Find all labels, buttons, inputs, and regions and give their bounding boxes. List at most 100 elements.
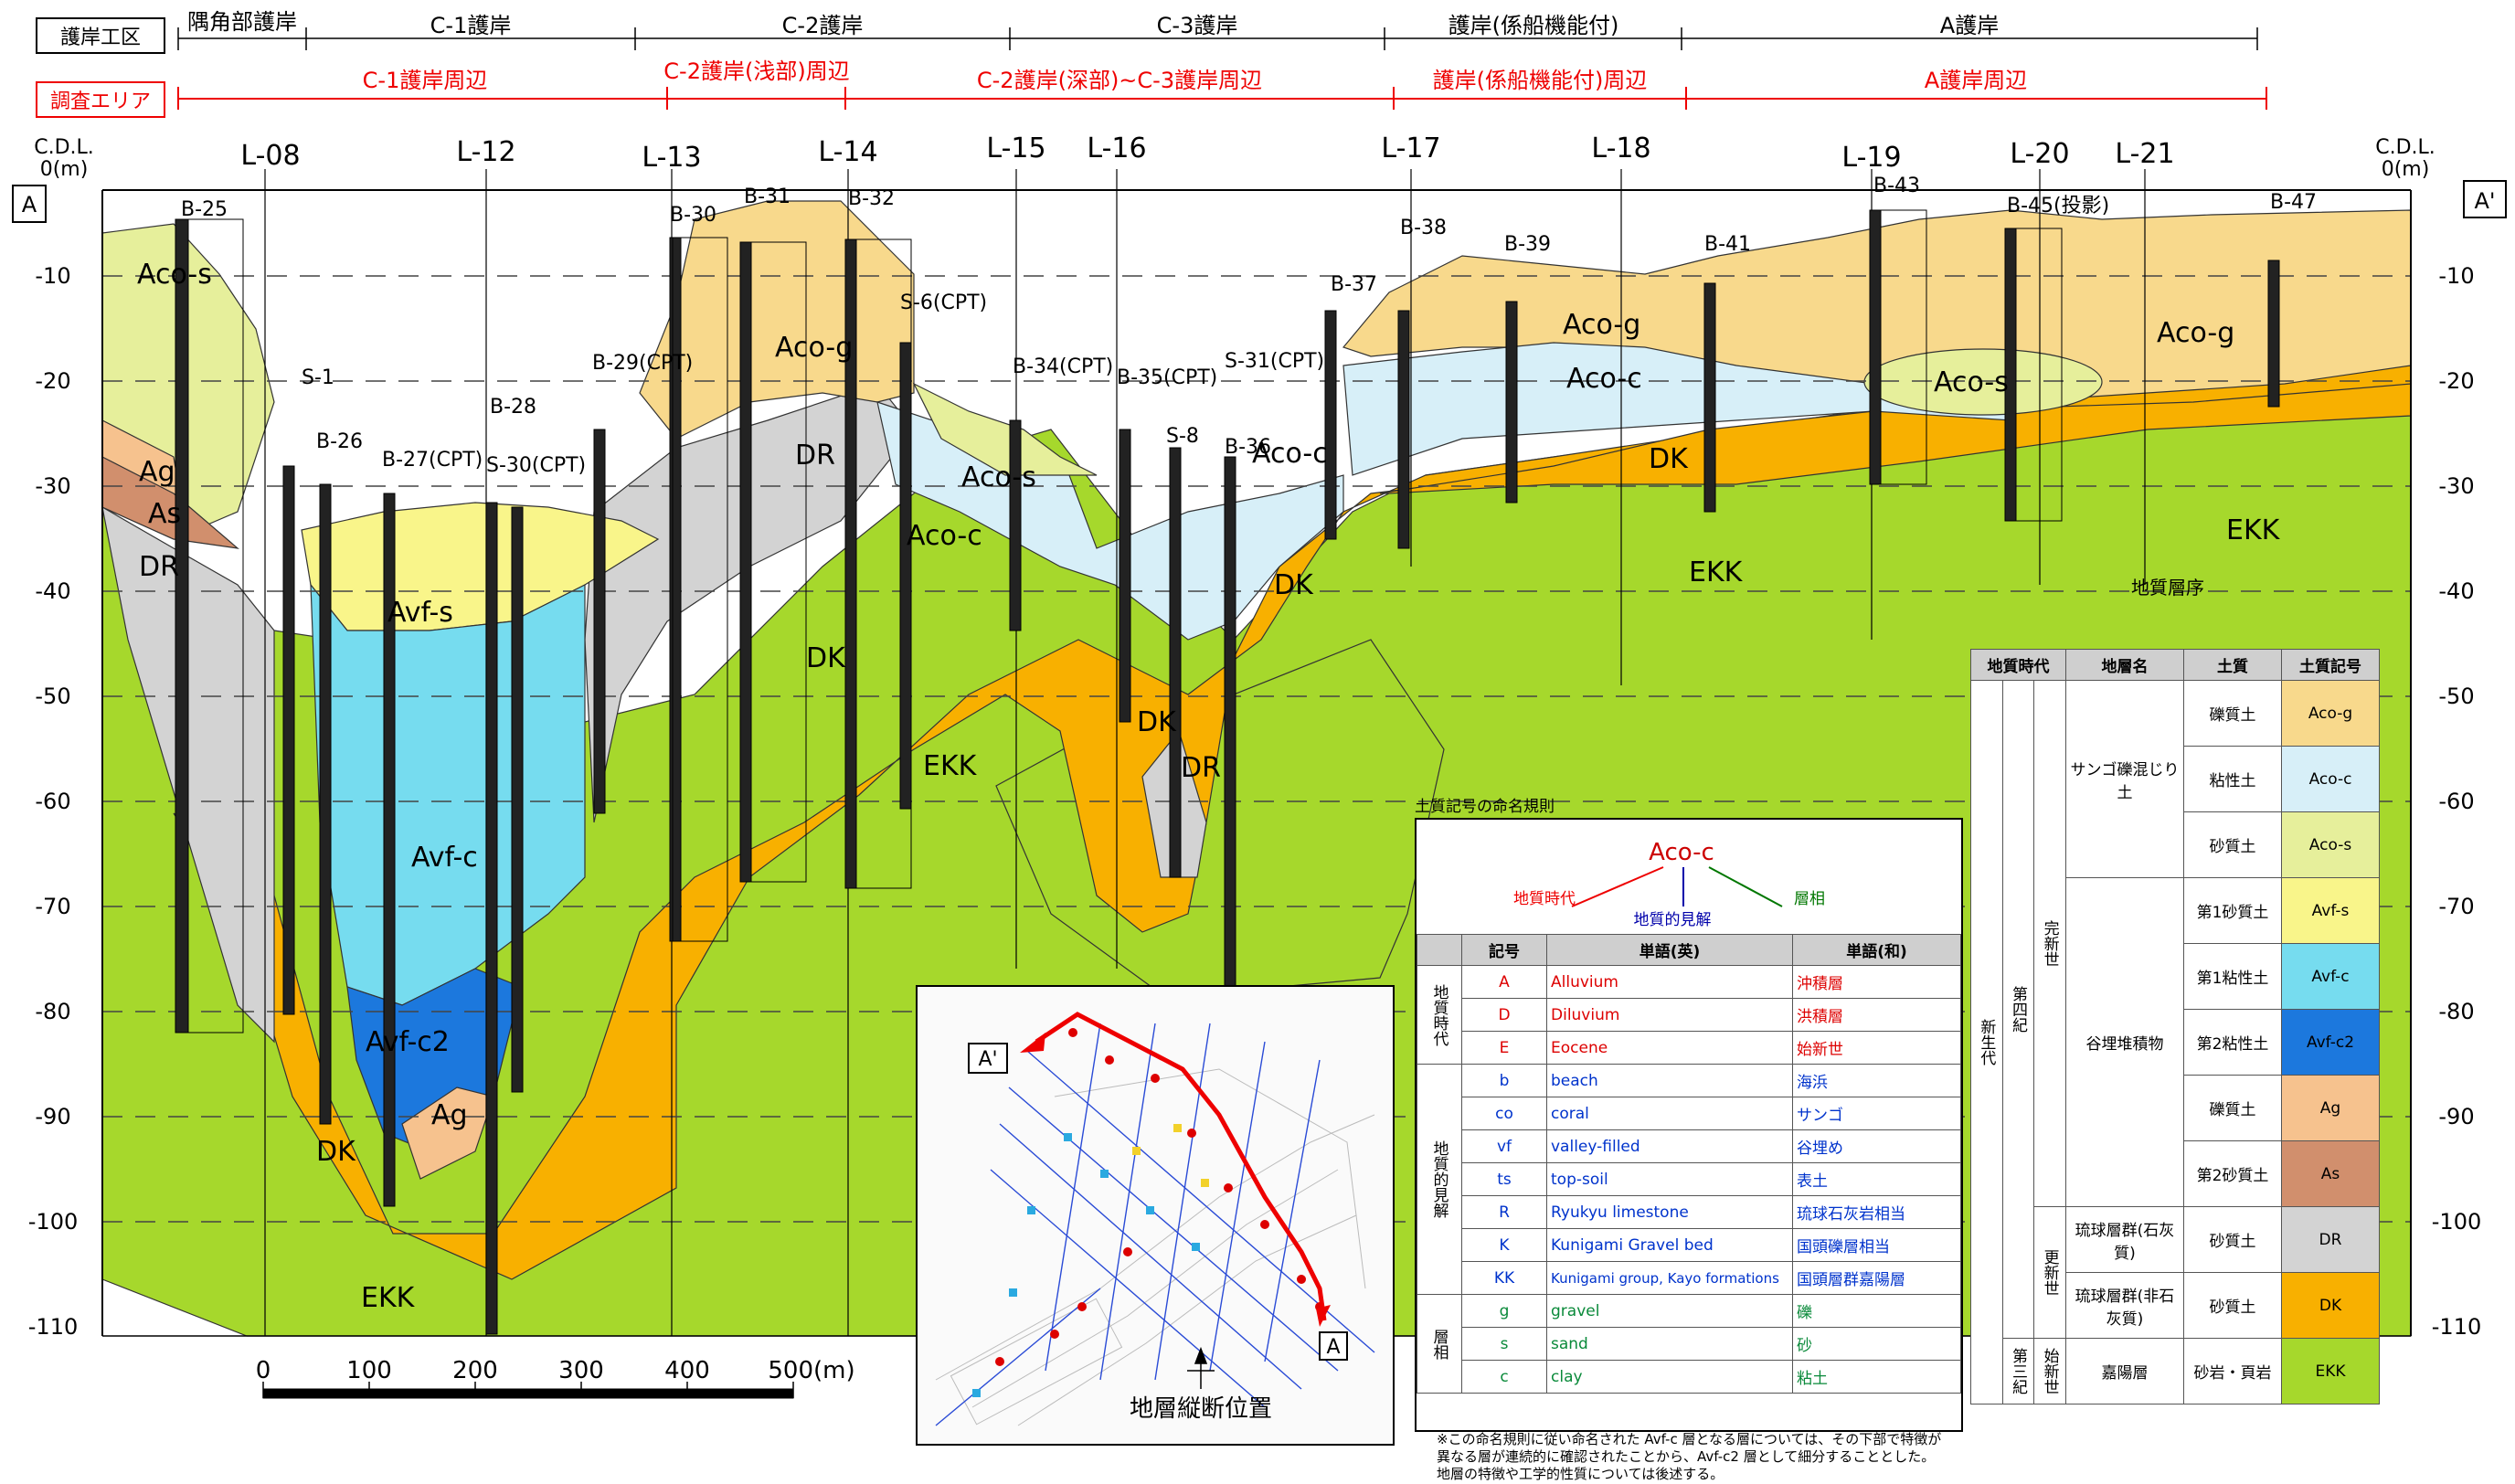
layer-label: Aco-c: [907, 520, 982, 552]
naming-cell: 洪積層: [1792, 998, 1961, 1032]
scale-tick-label: 200: [452, 1357, 498, 1384]
zero-label-right: 0(m): [2382, 158, 2430, 181]
survey-line-label: L-08: [240, 140, 300, 172]
layer-label: DK: [316, 1136, 356, 1168]
legend-code: As: [2281, 1140, 2380, 1207]
layer-label: Aco-g: [2157, 317, 2234, 349]
layer-label: Aco-g: [1563, 309, 1640, 341]
naming-cell: 谷埋め: [1792, 1129, 1961, 1163]
naming-col-header: 単語(英): [1546, 934, 1793, 966]
legend-formation: 嘉陽層: [2065, 1338, 2184, 1404]
zone-name: C-3護岸: [1157, 13, 1238, 38]
borehole-label: B-25: [181, 198, 228, 221]
borehole-column: [669, 237, 682, 942]
naming-cell: Ryukyu limestone: [1546, 1195, 1793, 1229]
zone-name: C-1護岸: [430, 13, 512, 38]
borehole-column: [1009, 419, 1022, 631]
survey-line-label: L-16: [1087, 132, 1146, 164]
legend-soil: 礫質土: [2183, 1075, 2282, 1141]
naming-cell: clay: [1546, 1360, 1793, 1394]
depth-tick-label: -10: [2438, 263, 2474, 289]
borehole-column: [1505, 301, 1518, 504]
zone-name: C-2護岸: [782, 13, 864, 38]
legend-period: 第三紀: [2001, 1338, 2035, 1404]
borehole-label: S-31(CPT): [1225, 350, 1324, 373]
borehole-column: [1324, 310, 1337, 540]
depth-tick-label: -100: [2432, 1209, 2481, 1235]
scale-bar: [262, 1382, 794, 1399]
legend-code: DK: [2281, 1272, 2380, 1339]
borehole-column: [282, 465, 295, 1015]
depth-tick-label: -20: [35, 368, 70, 394]
borehole-column: [383, 493, 396, 1207]
scale-tick-label: 500(m): [768, 1357, 854, 1384]
naming-cell: A: [1461, 965, 1547, 999]
borehole-label: B-35(CPT): [1117, 366, 1217, 389]
layer-label: EKK: [923, 750, 978, 782]
layer-label: Aco-g: [775, 332, 853, 364]
legend-code: Aco-s: [2281, 811, 2380, 878]
layer-label: DR: [1181, 752, 1221, 784]
layer-label: Aco-c: [1252, 438, 1328, 470]
borehole-column: [175, 218, 189, 1034]
naming-cell: 表土: [1792, 1162, 1961, 1196]
survey-line-label: L-20: [2010, 138, 2069, 170]
stratigraphy-legend: 地質時代 地層名 土質 土質記号 新生代 第四紀 完新世 サンゴ礫混じり土 礫質…: [1970, 649, 2380, 1404]
naming-col-header: 記号: [1461, 934, 1547, 966]
depth-tick-label: -50: [2438, 684, 2474, 709]
legend-soil: 砂質土: [2183, 1206, 2282, 1273]
depth-tick-label: -80: [2438, 999, 2474, 1024]
layer-label: Avf-c: [411, 842, 478, 874]
naming-cell: E: [1461, 1031, 1547, 1065]
naming-cell: gravel: [1546, 1294, 1793, 1328]
section-end-a-prime: A': [2474, 188, 2495, 214]
zone-name: 隅角部護岸: [187, 9, 297, 35]
borehole-label: B-37: [1331, 273, 1377, 296]
survey-line-label: L-18: [1591, 132, 1650, 164]
borehole-column: [485, 502, 498, 1335]
borehole-column: [1869, 209, 1882, 485]
section-end-a-box: [12, 185, 47, 223]
survey-label: 調査エリア: [50, 90, 151, 113]
naming-cell: 始新世: [1792, 1031, 1961, 1065]
depth-tick-label: -20: [2438, 368, 2474, 394]
naming-cell: top-soil: [1546, 1162, 1793, 1196]
borehole-column: [1703, 282, 1716, 513]
naming-group-label: 層相: [1417, 1294, 1462, 1394]
survey-area-name: C-1護岸周辺: [363, 68, 488, 93]
layer-label: Aco-s: [137, 259, 212, 291]
naming-cell: s: [1461, 1327, 1547, 1361]
borehole-label: S-6(CPT): [900, 292, 987, 314]
location-map: A' A 地層縦断位置: [916, 985, 1395, 1446]
legend-code: EKK: [2281, 1338, 2380, 1404]
naming-cell: b: [1461, 1064, 1547, 1097]
borehole-column: [1169, 447, 1182, 878]
borehole-label: B-45(投影): [2007, 195, 2109, 217]
borehole-label: B-31: [744, 186, 791, 208]
legend-formation: 琉球層群(非石灰質): [2065, 1272, 2184, 1339]
depth-tick-label: -30: [2438, 473, 2474, 499]
north-arrow-icon: [1187, 1346, 1215, 1389]
zone-name: A護岸: [1940, 13, 1999, 38]
location-map-drawing: A' A 地層縦断位置: [918, 987, 1393, 1444]
naming-part: 地質時代: [1513, 890, 1576, 908]
naming-cell: 国頭礫層相当: [1792, 1228, 1961, 1262]
survey-line-label: L-19: [1841, 142, 1901, 174]
section-end-a-prime-box: [2463, 180, 2507, 218]
naming-diagram: Aco-c 地質時代 地質的見解 層相: [1513, 839, 1825, 929]
naming-cell: g: [1461, 1294, 1547, 1328]
survey-line-label: L-15: [986, 132, 1045, 164]
layer-label: DK: [806, 642, 846, 674]
legend-soil: 第2砂質土: [2183, 1140, 2282, 1207]
legend-col-header: 土質: [2183, 649, 2282, 681]
layer-label: DR: [795, 440, 835, 472]
survey-line-label: L-13: [642, 142, 701, 174]
layer-label: Aco-c: [1566, 363, 1642, 395]
borehole-label: B-36: [1225, 436, 1271, 459]
depth-tick-label: -10: [35, 263, 70, 289]
borehole-column: [2267, 260, 2280, 408]
layer-label: Ag: [431, 1099, 468, 1131]
layer-label: Aco-s: [1934, 366, 2009, 398]
borehole-column: [899, 342, 912, 810]
